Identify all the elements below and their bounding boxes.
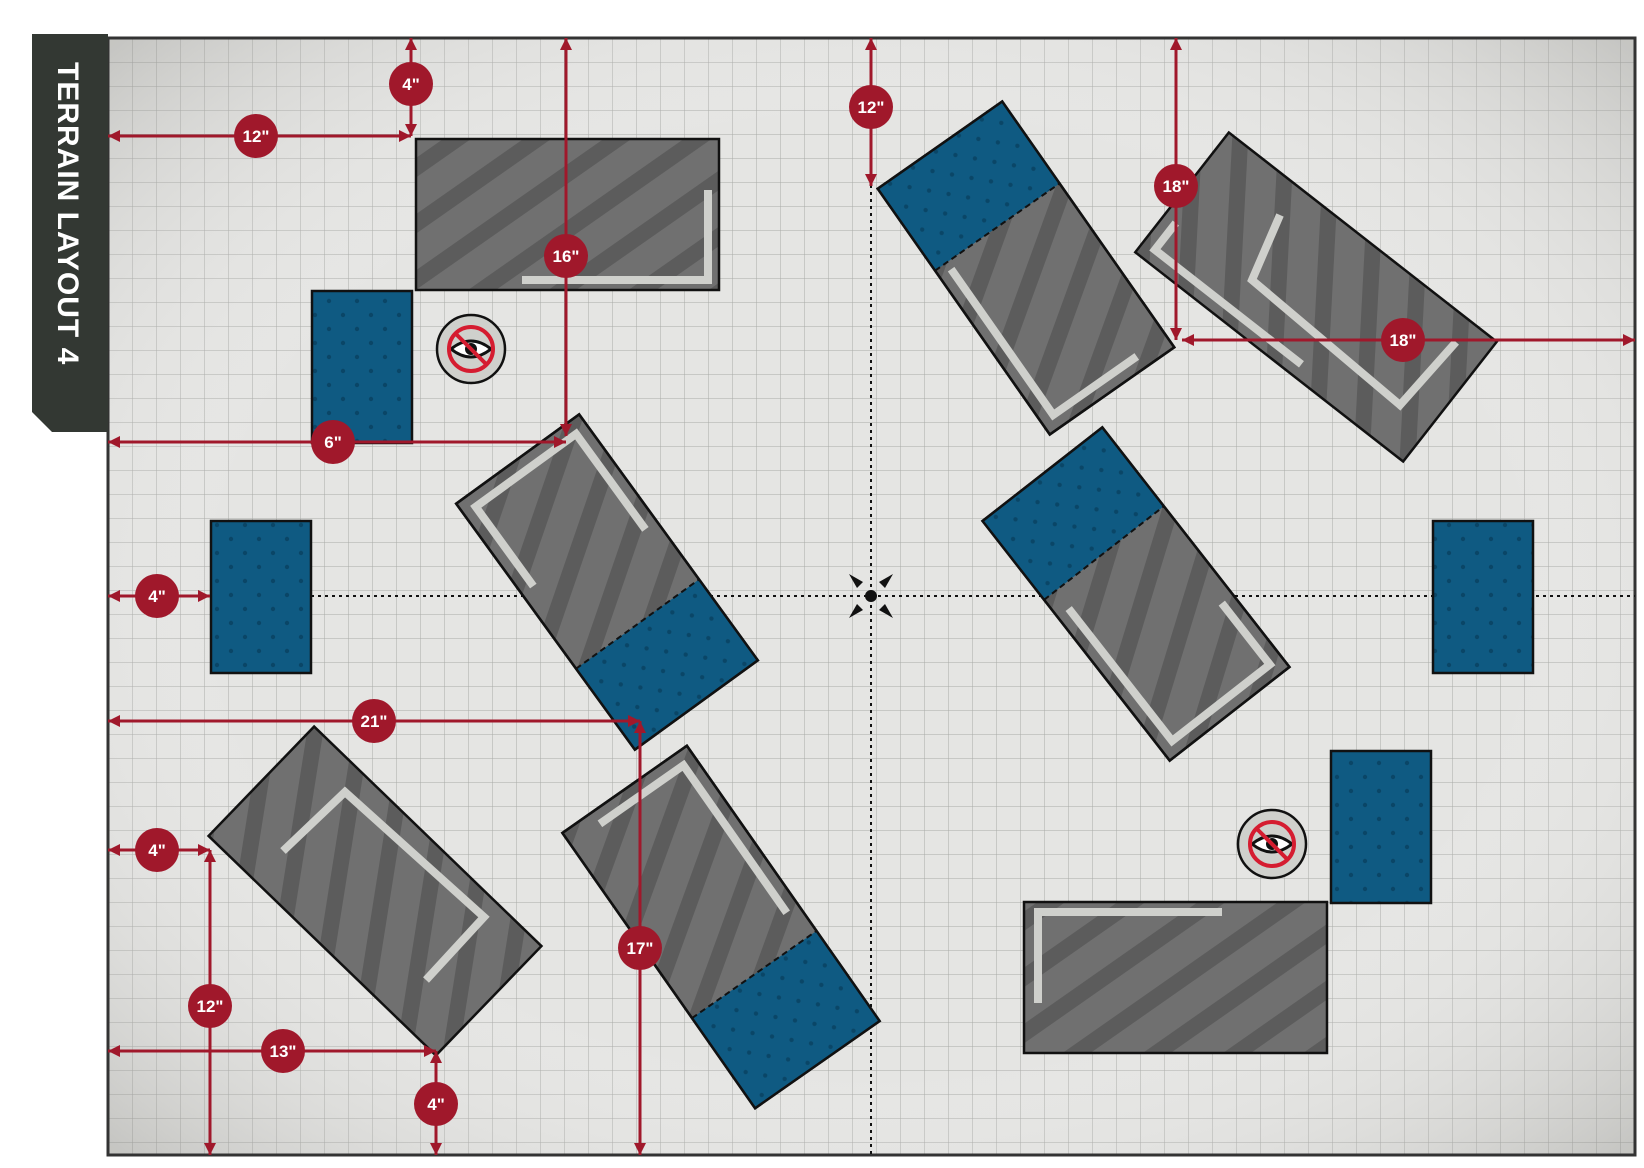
measurement-badge: 18" [1381,318,1425,362]
badge-circle [849,85,893,129]
badge-circle [544,234,588,278]
badge-circle [135,828,179,872]
measurement-badge: 12" [188,984,232,1028]
measurement-label: 21" [361,712,388,731]
obscuring-eye-icon [435,313,507,385]
arrowhead [204,850,216,862]
ruin-centre-left [454,412,760,752]
arrowhead [108,844,120,856]
arrowhead [560,38,572,50]
arrowhead [108,715,120,727]
area-terrain-top-left [310,289,414,445]
ruin-bottom-right [1022,900,1329,1055]
page-title: TERRAIN LAYOUT 4 [51,62,84,365]
ruin-bottom-left [206,724,544,1058]
ruin-bottom-centre [560,744,882,1110]
arrowhead [1623,334,1635,346]
measurement-label: 4" [402,75,420,94]
badge-circle [618,926,662,970]
arrowhead [1182,334,1194,346]
title-tab: TERRAIN LAYOUT 4 [32,34,108,432]
ruin-bottom-left-wall [280,786,490,983]
ruin-top-centre [875,99,1177,437]
badge-circle [234,114,278,158]
arrowhead [1170,328,1182,340]
ruin-centre-right [980,425,1292,763]
area-terrain-left [209,519,313,675]
measurement-badges: 4" 12" 16" 6" 12" 18" 18" 4" 21" 4" 12" 13" 4" 17" [135,62,1425,1126]
measurement-label: 12" [243,127,270,146]
arrowhead [865,174,877,186]
measurement-label: 18" [1390,331,1417,350]
area-terrain-bottom-right [1329,749,1433,905]
arrowhead [108,436,120,448]
badge-circle [352,699,396,743]
ruin-top-right-wall [1247,213,1459,411]
measurement-badge: 16" [544,234,588,278]
measurement-badge: 12" [849,85,893,129]
arrowhead [1170,38,1182,50]
measurement-label: 18" [1163,177,1190,196]
arrowhead [198,590,210,602]
measurement-badge: 4" [414,1082,458,1126]
measurement-label: 16" [553,247,580,266]
area-terrain-right [1431,519,1535,675]
arrowhead [108,130,120,142]
arrowhead [405,124,417,136]
badge-circle [1154,164,1198,208]
arrowhead [865,38,877,50]
measurement-label: 13" [270,1042,297,1061]
arrowhead [554,436,566,448]
measurement-badge: 4" [135,574,179,618]
badge-circle [188,984,232,1028]
measurement-label: 4" [148,841,166,860]
measurement-badge: 13" [261,1029,305,1073]
arrowhead [634,1143,646,1155]
measurement-badge: 12" [234,114,278,158]
obscuring-eye-icon [1236,808,1308,880]
measurement-badge: 18" [1154,164,1198,208]
measurement-label: 4" [427,1095,445,1114]
badge-circle [311,420,355,464]
arrowhead [399,130,411,142]
arrowhead [634,721,646,733]
objective-centre-icon [849,574,893,618]
measurement-label: 17" [627,939,654,958]
measurement-label: 6" [324,433,342,452]
arrowhead [424,1045,436,1057]
arrowhead [108,1045,120,1057]
measurement-label: 12" [858,98,885,117]
measurement-badge: 4" [389,62,433,106]
arrowhead [628,715,640,727]
measurement-badge: 6" [311,420,355,464]
measurement-label: 12" [197,997,224,1016]
arrowhead [198,844,210,856]
arrowhead [430,1143,442,1155]
arrowhead [108,590,120,602]
arrowhead [560,424,572,436]
badge-circle [389,62,433,106]
badge-circle [1381,318,1425,362]
measurement-label: 4" [148,587,166,606]
badge-circle [261,1029,305,1073]
arrowhead [430,1051,442,1063]
arrowhead [204,1143,216,1155]
measurement-badge: 4" [135,828,179,872]
measurement-badge: 17" [618,926,662,970]
arrowhead [405,38,417,50]
badge-circle [135,574,179,618]
measurement-badge: 21" [352,699,396,743]
badge-circle [414,1082,458,1126]
